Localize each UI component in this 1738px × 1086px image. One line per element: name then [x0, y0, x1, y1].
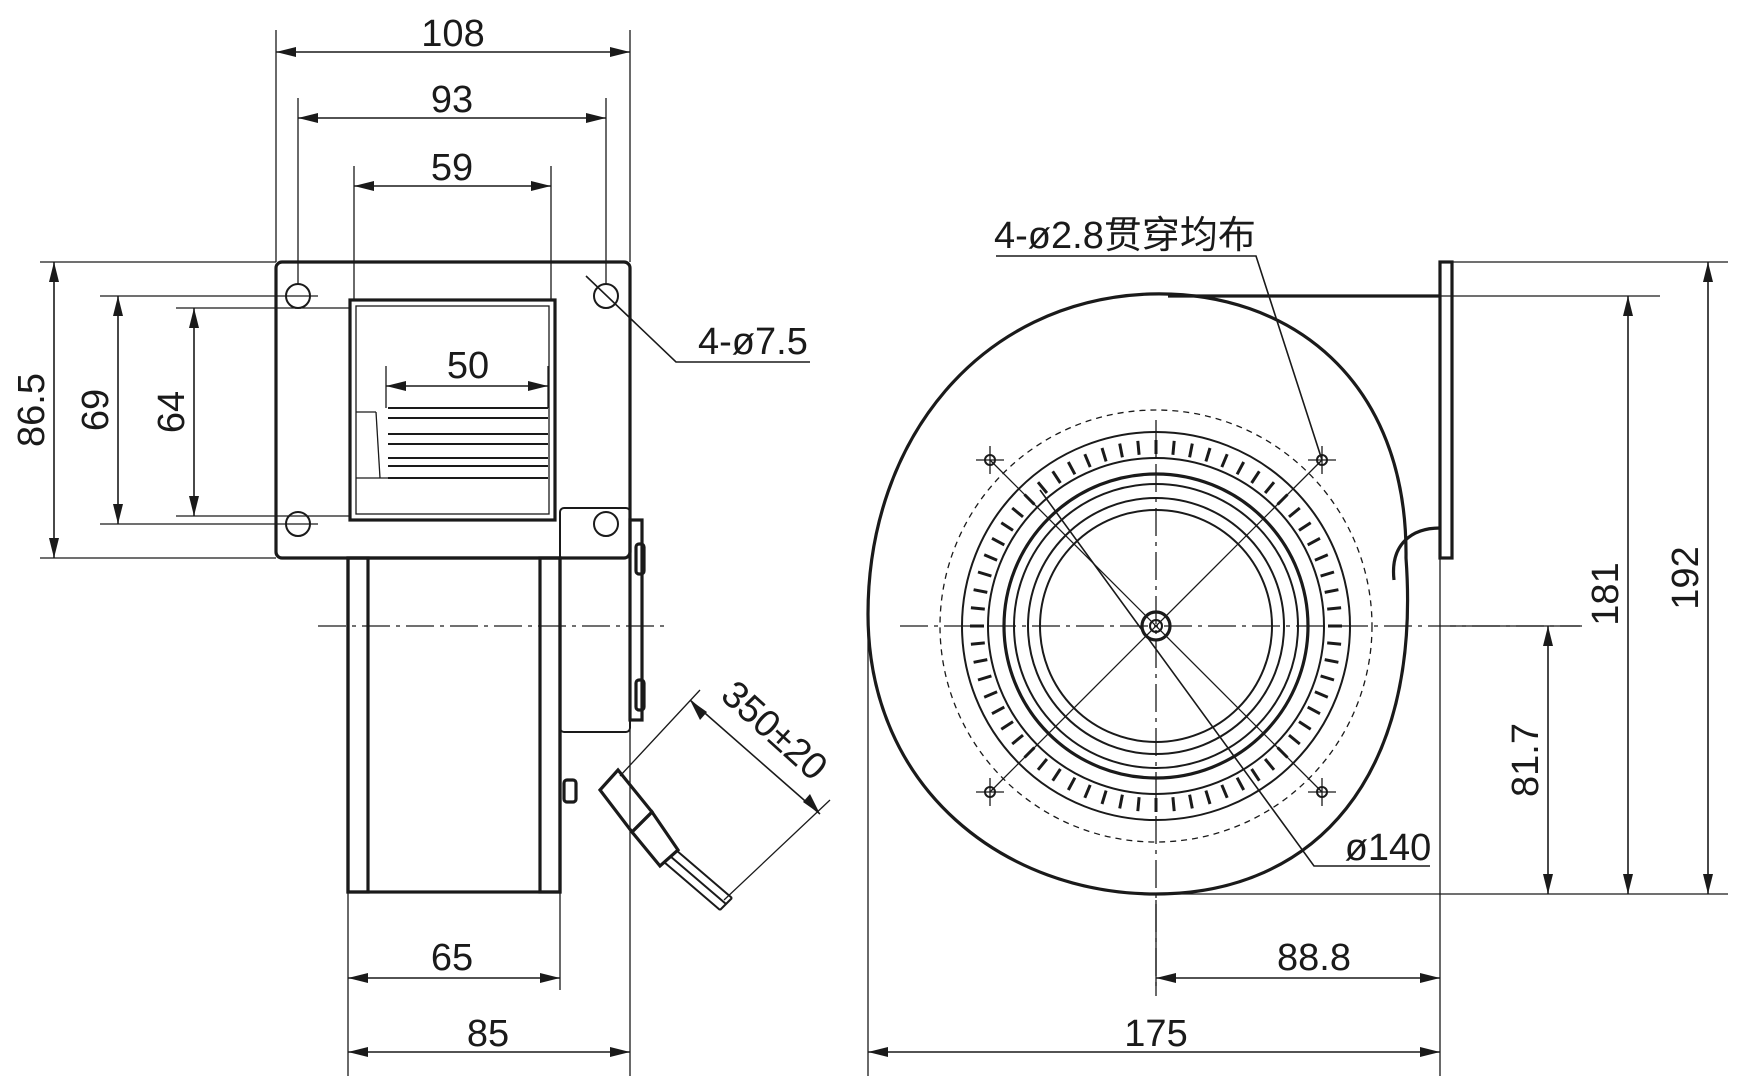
impeller-fin — [1263, 758, 1276, 771]
front-dimension-lines — [868, 255, 1713, 1057]
impeller-fin — [1320, 674, 1335, 682]
impeller-fin — [1250, 768, 1261, 782]
impeller-fin — [973, 658, 988, 664]
impeller-fin — [1220, 453, 1229, 468]
impeller-fin — [1036, 481, 1049, 494]
impeller-fin — [1314, 690, 1329, 699]
impeller-fin — [1036, 758, 1049, 771]
impeller-fin — [977, 570, 992, 578]
impeller-fin — [1083, 453, 1092, 468]
impeller-fin — [1118, 794, 1124, 809]
dim-69: 69 — [75, 389, 117, 431]
impeller-fin — [1100, 790, 1108, 805]
impeller-fin — [1011, 733, 1024, 746]
impeller-fin — [1235, 461, 1246, 476]
impeller-fin — [1250, 470, 1261, 484]
impeller-fin — [991, 536, 1006, 547]
impeller-fin — [1324, 658, 1339, 664]
impeller-fin — [977, 674, 992, 682]
dim-85: 85 — [467, 1013, 509, 1055]
impeller-fin — [1220, 784, 1229, 799]
dim-81-7: 81.7 — [1505, 723, 1547, 797]
impeller-fin — [1066, 461, 1077, 476]
dim-175: 175 — [1124, 1013, 1187, 1055]
impeller-fin — [1298, 521, 1312, 532]
impeller-fin — [1314, 553, 1329, 562]
front-impeller-fins — [970, 440, 1342, 812]
impeller-fin — [1298, 720, 1312, 731]
front-view: 175 88.8 192 181 81.7 ø140 4-ø2.8贯穿均布 — [866, 215, 1728, 1076]
impeller-fin — [1306, 536, 1321, 547]
impeller-fin — [973, 588, 988, 594]
impeller-fin — [970, 641, 985, 646]
impeller-fin — [1188, 794, 1194, 809]
impeller-fin — [1011, 506, 1024, 519]
impeller-fin — [1288, 506, 1301, 519]
impeller-fin — [1066, 776, 1077, 791]
dim-o140: ø140 — [1345, 827, 1432, 869]
dim-65: 65 — [431, 937, 473, 979]
dim-50: 50 — [447, 345, 489, 387]
impeller-fin — [1306, 705, 1321, 716]
side-outlet-opening — [348, 298, 557, 522]
side-mount-holes — [285, 283, 619, 537]
dim-64: 64 — [151, 391, 193, 433]
side-cable — [597, 767, 733, 911]
dim-192: 192 — [1665, 546, 1707, 609]
impeller-fin — [1000, 521, 1014, 532]
dim-108: 108 — [421, 13, 484, 55]
impeller-fin — [1204, 790, 1212, 805]
impeller-fin — [983, 690, 998, 699]
impeller-fin — [1136, 440, 1141, 455]
dim-350: 350±20 — [713, 673, 835, 789]
impeller-fin — [970, 606, 985, 611]
dim-88-8: 88.8 — [1277, 937, 1351, 979]
dim-86-5: 86.5 — [11, 373, 53, 447]
impeller-fin — [991, 705, 1006, 716]
impeller-fin — [1263, 481, 1276, 494]
impeller-fin — [1288, 733, 1301, 746]
note-mount-holes-side: 4-ø7.5 — [698, 321, 808, 363]
impeller-fin — [1136, 797, 1141, 812]
impeller-fin — [1327, 641, 1342, 646]
side-dimension-lines — [49, 47, 831, 1057]
impeller-fin — [1171, 440, 1176, 455]
dim-181: 181 — [1585, 562, 1627, 625]
impeller-fin — [1083, 784, 1092, 799]
impeller-fin — [1235, 776, 1246, 791]
front-mount-holes — [976, 446, 1336, 806]
front-bolt-circle — [939, 409, 1373, 843]
front-outlet-flange — [1438, 260, 1454, 560]
dim-59: 59 — [431, 147, 473, 189]
impeller-fin — [1320, 570, 1335, 578]
impeller-fin — [1324, 588, 1339, 594]
impeller-fin — [1327, 606, 1342, 611]
impeller-fin — [1171, 797, 1176, 812]
side-view: 108 93 59 50 86.5 69 64 65 85 350±20 4-ø… — [11, 13, 835, 1076]
note-mount-holes-front: 4-ø2.8贯穿均布 — [994, 215, 1256, 257]
dim-93: 93 — [431, 79, 473, 121]
impeller-fin — [1204, 447, 1212, 462]
impeller-fin — [1100, 447, 1108, 462]
side-impeller-blades — [356, 407, 548, 479]
front-scroll-housing — [866, 292, 1410, 896]
impeller-fin — [1188, 443, 1194, 458]
impeller-fin — [1051, 470, 1062, 484]
impeller-fin — [1118, 443, 1124, 458]
impeller-fin — [1051, 768, 1062, 782]
impeller-fin — [1000, 720, 1014, 731]
side-motor-body — [346, 556, 562, 894]
impeller-fin — [983, 553, 998, 562]
